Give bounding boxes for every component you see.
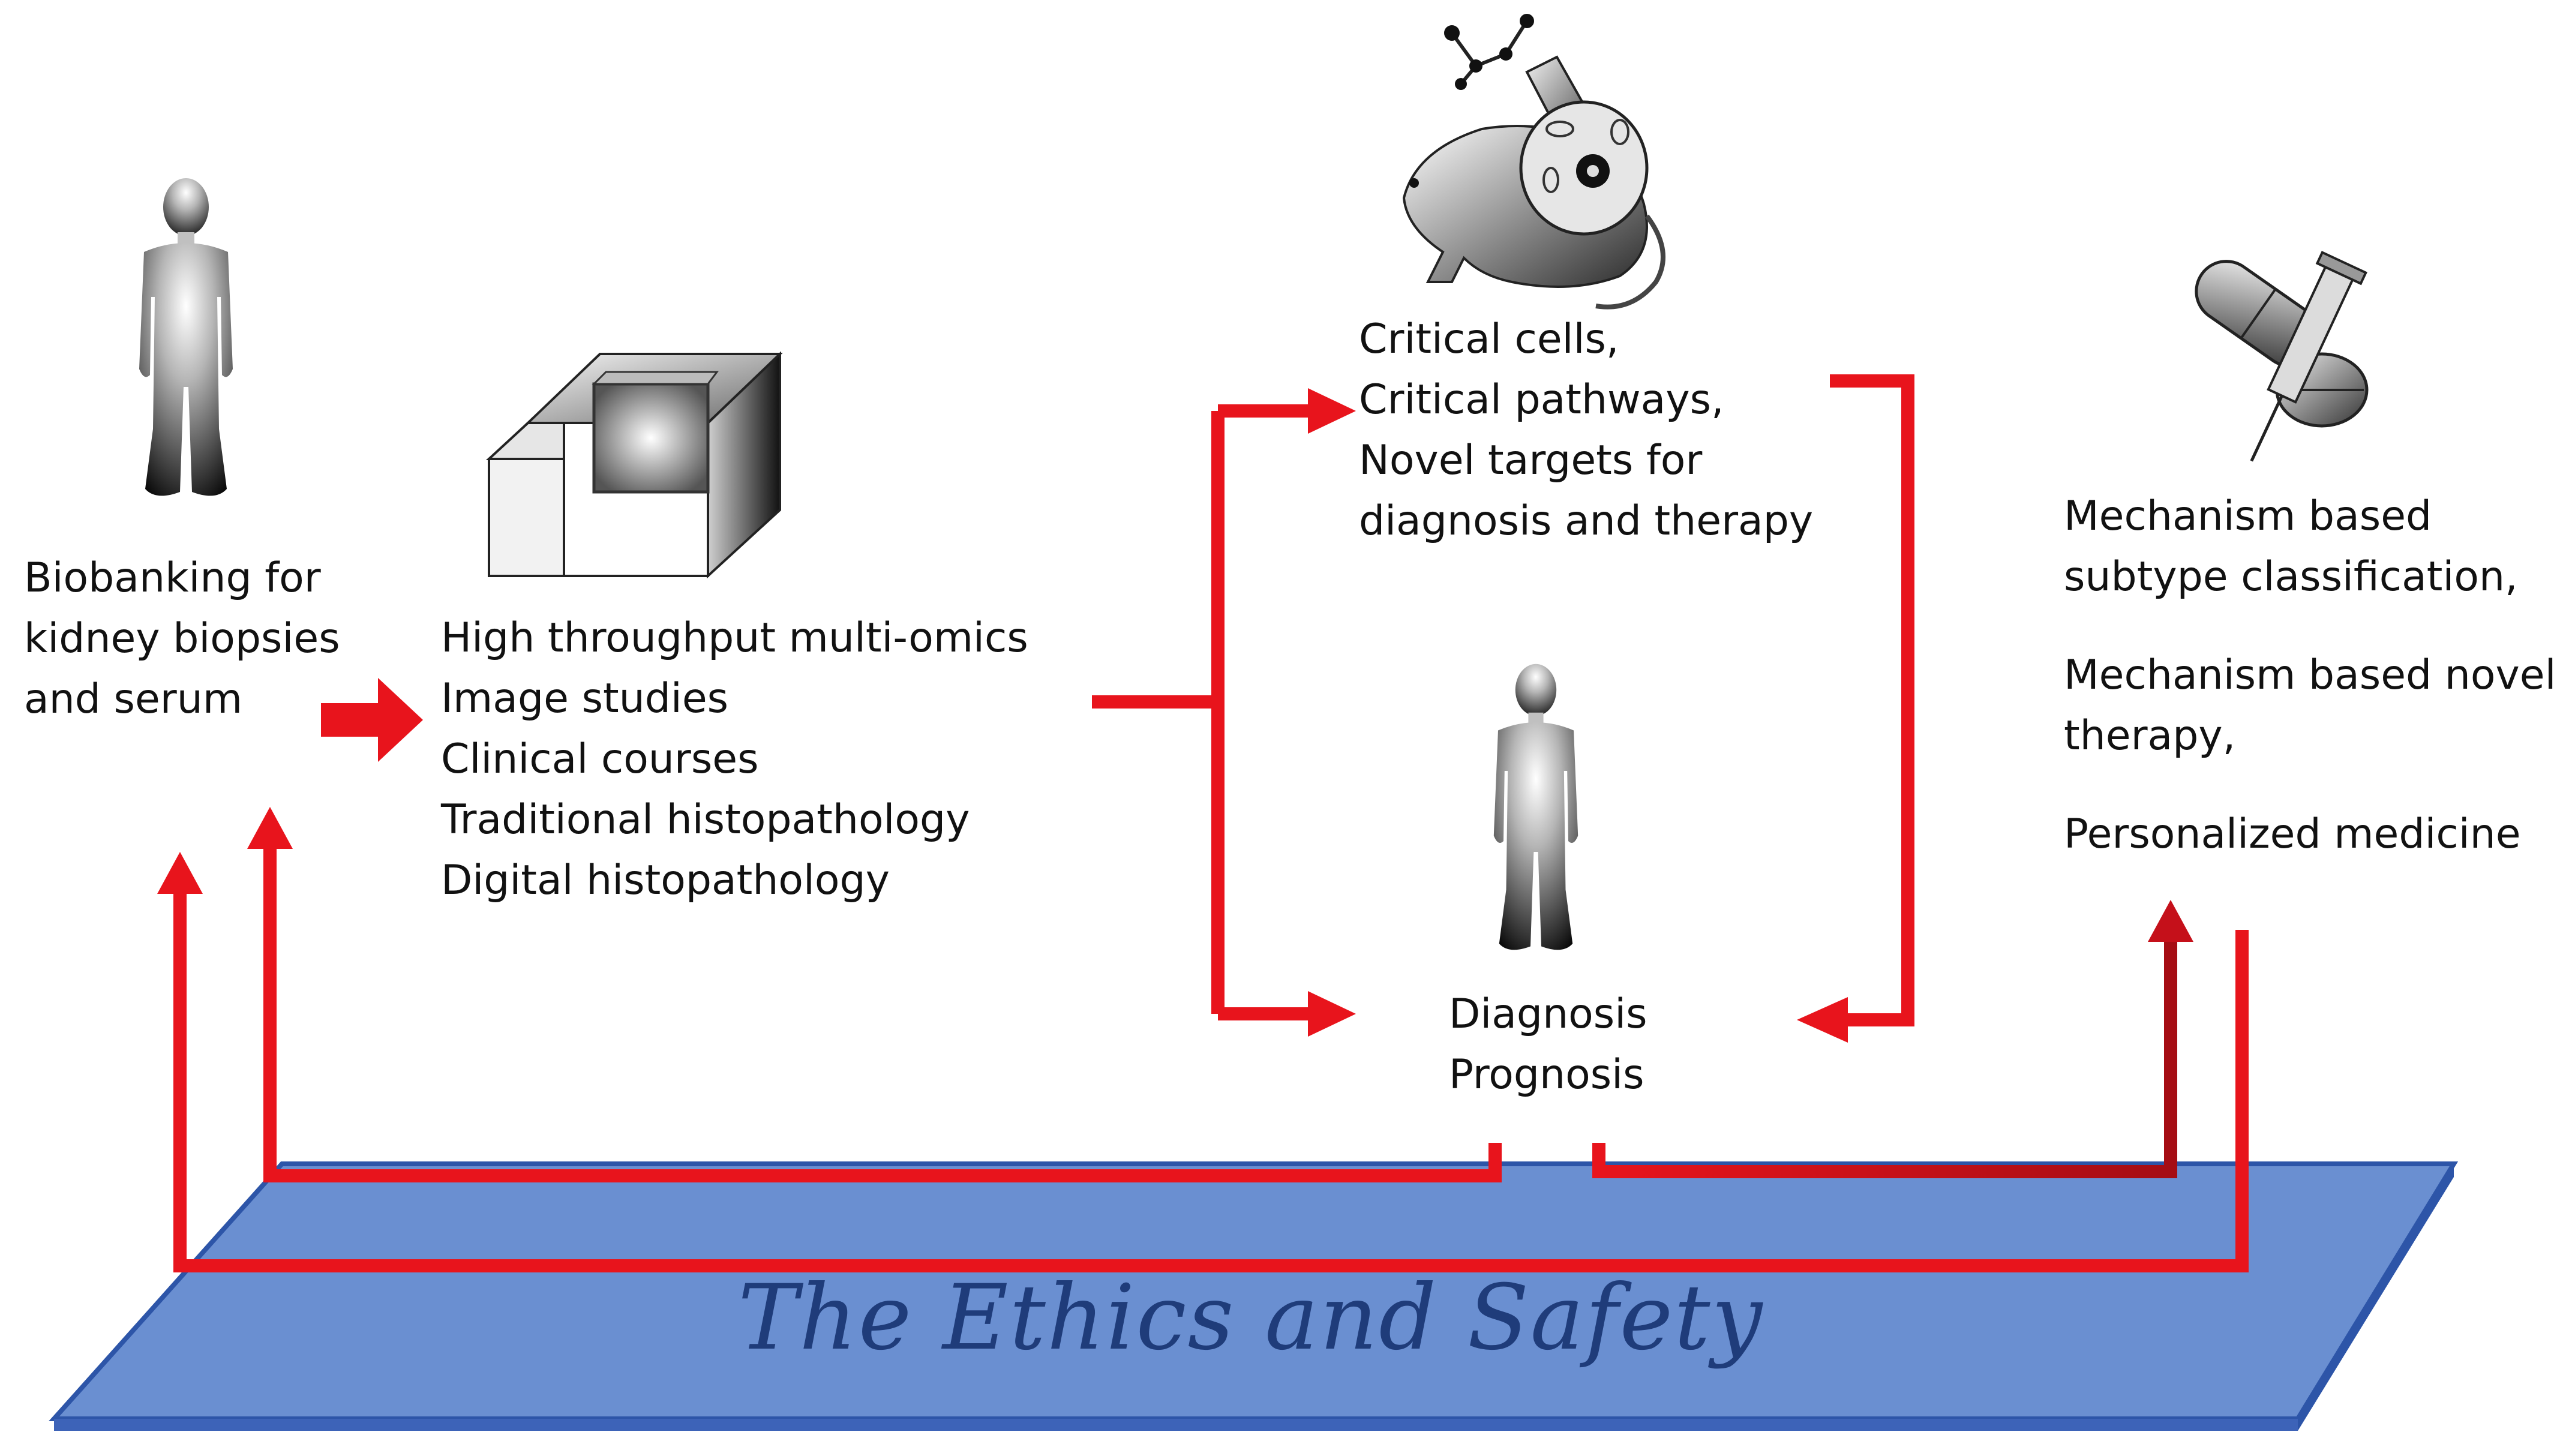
diagnosis-text: Diagnosis Prognosis	[1449, 984, 1647, 1105]
outcome-line: Mechanism based novel	[2064, 652, 2556, 699]
targets-arrowhead	[1308, 388, 1356, 434]
diagnosis-line: Prognosis	[1449, 1051, 1644, 1098]
inner-feedback-line	[263, 840, 1502, 1182]
omics-line: Digital histopathology	[441, 857, 890, 904]
biobank-to-omics-arrow	[321, 678, 423, 762]
return-arrowhead	[1797, 997, 1848, 1043]
outcome-feedback-line	[1592, 942, 2177, 1178]
outcome-subtype-text: Mechanism based subtype classification,	[2064, 486, 2518, 607]
omics-line: Clinical courses	[441, 735, 759, 783]
imaging-machine-icon	[485, 351, 783, 579]
targets-line: Critical cells,	[1359, 316, 1619, 363]
outcome-personalized-text: Personalized medicine	[2064, 804, 2521, 864]
arrowheads	[157, 388, 2193, 1043]
outcome-arrowhead	[2148, 900, 2193, 942]
targets-text: Critical cells, Critical pathways, Novel…	[1359, 309, 1813, 551]
targets-line: diagnosis and therapy	[1359, 497, 1814, 545]
targets-line: Critical pathways,	[1359, 376, 1724, 424]
omics-line: High throughput multi-omics	[441, 614, 1028, 662]
outcome-line: subtype classification,	[2064, 553, 2518, 601]
outer-feedback-line	[173, 888, 2249, 1272]
ethics-title: The Ethics and Safety	[738, 1266, 1764, 1370]
targets-to-diagnosis-line	[1830, 374, 1914, 1026]
biobank-text: Biobanking for kidney biopsies and serum	[24, 548, 340, 729]
outcome-line: Personalized medicine	[2064, 810, 2521, 858]
biobank-line: Biobanking for	[24, 554, 321, 602]
omics-text: High throughput multi-omics Image studie…	[441, 608, 1028, 911]
outcome-line: therapy,	[2064, 712, 2236, 759]
medicine-icon	[2195, 251, 2369, 462]
omics-line: Image studies	[441, 675, 729, 722]
biobank-line: kidney biopsies	[24, 615, 340, 662]
inner-arrowhead	[247, 807, 293, 849]
patient-icon	[1493, 664, 1578, 950]
outcome-line: Mechanism based	[2064, 493, 2432, 540]
feedback-arrows	[173, 374, 2249, 1272]
targets-line: Novel targets for	[1359, 437, 1703, 484]
lab-research-icon	[1402, 14, 1665, 310]
outer-arrowhead	[157, 852, 203, 894]
ethics-platform	[49, 1161, 2459, 1431]
diagnosis-arrowhead	[1308, 991, 1356, 1037]
biobank-line: and serum	[24, 676, 243, 723]
person-icon	[139, 178, 233, 496]
omics-line: Traditional histopathology	[441, 796, 970, 843]
diagnosis-line: Diagnosis	[1449, 990, 1647, 1038]
outcome-therapy-text: Mechanism based novel therapy,	[2064, 645, 2556, 766]
